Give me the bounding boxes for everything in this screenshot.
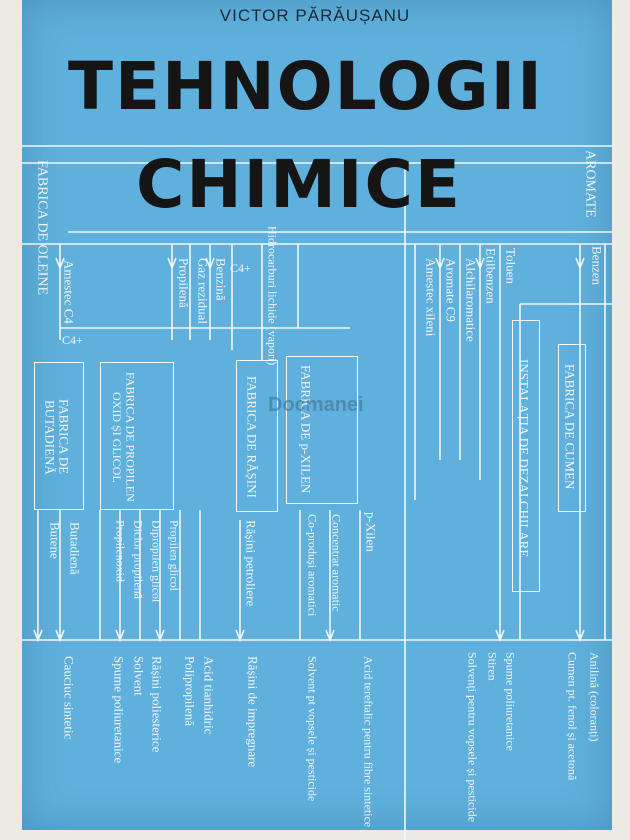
box-instalatia-dezalchilare bbox=[512, 320, 540, 592]
label-spume-poliuretanice-1: Spume poliuretanice bbox=[111, 656, 127, 764]
label-propilena: Propilenă bbox=[176, 258, 192, 308]
box-fabrica-rasini bbox=[236, 360, 278, 512]
box-fabrica-butadiena bbox=[34, 362, 84, 510]
label-butadiena: Butadienă bbox=[67, 522, 83, 575]
label-amestec-c4: Amestec C4 bbox=[61, 260, 77, 324]
watermark: Docmanei bbox=[238, 366, 413, 456]
box-label-propilen: FABRICA DE PROPILEN OXID ȘI GLICOL bbox=[110, 372, 138, 502]
label-benzen: Benzen bbox=[589, 246, 605, 285]
label-c4plus-left: C4+ bbox=[62, 333, 83, 347]
label-concentrat-aromatic: Concentrat aromatic bbox=[329, 514, 344, 612]
label-acid-tereftalic: Acid tereftalic pentru fibre sintetice bbox=[361, 656, 376, 828]
label-p-xilen: p-Xilen bbox=[363, 512, 379, 552]
label-rasini-poliesterice: Rășini poliesterice bbox=[149, 656, 165, 753]
label-gaz-rezidual: Gaz rezidual bbox=[195, 258, 211, 325]
label-amestec-xileni: Amestec xileni bbox=[423, 258, 439, 337]
label-butene: Butene bbox=[47, 522, 63, 559]
box-label-butadiena: FABRICA DE BUTADIENĂ bbox=[42, 399, 72, 475]
box-fabrica-cumen bbox=[558, 344, 586, 512]
box-fabrica-pxilen bbox=[286, 356, 358, 504]
label-rasini-petroliere: Rășini petroliere bbox=[243, 520, 259, 607]
author-name: VICTOR PĂRĂUȘANU bbox=[219, 6, 411, 25]
label-toluen: Toluen bbox=[503, 248, 519, 284]
label-diclor-propilena: Diclor propilenă bbox=[131, 520, 146, 599]
box-fabrica-propilen bbox=[100, 362, 174, 510]
label-alchilaromatice: Alchilaromatice bbox=[463, 258, 479, 342]
label-cauciuc-sintetic: Cauciuc sintetic bbox=[61, 656, 77, 740]
label-cumen-fenol: Cumen pt. fenol și acetonă bbox=[565, 652, 580, 781]
label-stiren: Stiren bbox=[485, 652, 500, 681]
label-propilen-glicol: Propilen glicol bbox=[167, 520, 182, 591]
title-line-2: CHIMICE bbox=[136, 146, 462, 223]
label-rasini-impregnare: Rășini de impregnare bbox=[245, 656, 261, 768]
label-propilenoxid: Propilenoxid bbox=[113, 520, 128, 582]
label-co-produsi: Co-produși aromatici bbox=[305, 514, 320, 617]
box-label-cumen: FABRICA DE CUMEN bbox=[562, 364, 578, 490]
label-solvent-vopsele: Solvent pt vopsele și pesticide bbox=[305, 656, 320, 802]
label-aromate-c9: Aromate C9 bbox=[443, 258, 459, 322]
label-acid-tianhidric: Acid tianhidric bbox=[201, 656, 217, 735]
label-polipropilena: Polipropilenă bbox=[182, 656, 198, 727]
book-cover bbox=[22, 0, 612, 830]
title-line-1: TEHNOLOGII bbox=[68, 48, 544, 125]
box-label-rasini: FABRICA DE RĂȘINI bbox=[244, 376, 260, 498]
label-benzina: Benzină bbox=[213, 258, 229, 301]
label-etilbenzen: Etilbenzen bbox=[483, 248, 499, 304]
label-spume-poliuretanice-2: Spume poliuretanice bbox=[503, 652, 518, 751]
label-anilina: Anilină (coloranți) bbox=[587, 652, 602, 742]
watermark-text: Docmanei bbox=[268, 394, 364, 416]
box-label-dezalchilare: INSTALAȚIA DE DEZALCHILARE bbox=[516, 358, 532, 558]
label-dipropilen-glicol: Dipropilen glicol bbox=[149, 520, 164, 603]
label-c4plus-top: C4+ bbox=[230, 261, 251, 275]
label-solventi-vopsele: Solvenți pentru vopsele și pesticide bbox=[465, 652, 480, 822]
box-label-pxilen: FABRICA DE p-XILEN bbox=[298, 364, 314, 494]
label-aromate: AROMATE bbox=[582, 150, 598, 218]
label-hidrocarburi: Hidrocarburi lichide (vapori) bbox=[265, 226, 280, 366]
label-fabrica-de-oleine: FABRICA DE OLEINE bbox=[34, 160, 50, 296]
label-solvent: Solvent bbox=[131, 656, 147, 696]
